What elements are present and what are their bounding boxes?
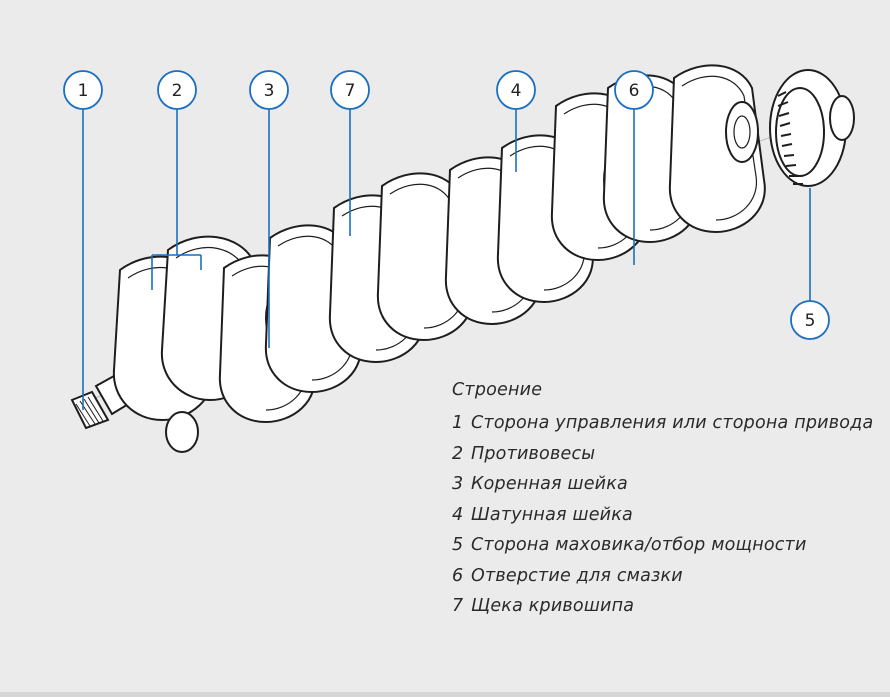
callout-4-label: 4 [511, 81, 522, 101]
callout-4: 4 [497, 71, 535, 109]
callout-5: 5 [791, 301, 829, 339]
legend-item: 6 Отверстие для смазки [452, 561, 882, 592]
legend-item-text: Противовесы [471, 439, 882, 470]
legend-item-number: 5 [452, 530, 471, 561]
legend-item: 4 Шатунная шейка [452, 500, 882, 531]
flywheel-end [770, 70, 854, 186]
callout-1: 1 [64, 71, 102, 109]
legend-item-text: Сторона маховика/отбор мощности [471, 530, 882, 561]
legend-title: Строение [452, 372, 882, 408]
callout-2-label: 2 [172, 81, 183, 101]
legend-item: 2 Противовесы [452, 439, 882, 470]
callout-6-label: 6 [629, 81, 640, 101]
legend-item-number: 7 [452, 591, 471, 622]
legend-item: 7 Щека кривошипа [452, 591, 882, 622]
legend-item-number: 6 [452, 561, 471, 592]
legend-item: 5 Сторона маховика/отбор мощности [452, 530, 882, 561]
legend-item-text: Щека кривошипа [471, 591, 882, 622]
legend-item-number: 2 [452, 439, 471, 470]
legend-item-text: Коренная шейка [471, 469, 882, 500]
legend-item-text: Сторона управления или сторона привода [471, 408, 882, 439]
callout-7: 7 [331, 71, 369, 109]
legend-item-number: 1 [452, 408, 471, 439]
legend-item: 3 Коренная шейка [452, 469, 882, 500]
callout-5-label: 5 [805, 311, 816, 331]
legend-item-number: 3 [452, 469, 471, 500]
legend-item-text: Шатунная шейка [471, 500, 882, 531]
legend: Строение 1 Сторона управления или сторон… [452, 372, 882, 622]
callout-6: 6 [615, 71, 653, 109]
callout-3-label: 3 [264, 81, 275, 101]
bottom-rule [0, 692, 890, 697]
legend-item-number: 4 [452, 500, 471, 531]
callout-1-label: 1 [78, 81, 89, 101]
legend-item: 1 Сторона управления или сторона привода [452, 408, 882, 439]
callout-2: 2 [158, 71, 196, 109]
callout-3: 3 [250, 71, 288, 109]
callout-7-label: 7 [345, 81, 356, 101]
legend-item-text: Отверстие для смазки [471, 561, 882, 592]
